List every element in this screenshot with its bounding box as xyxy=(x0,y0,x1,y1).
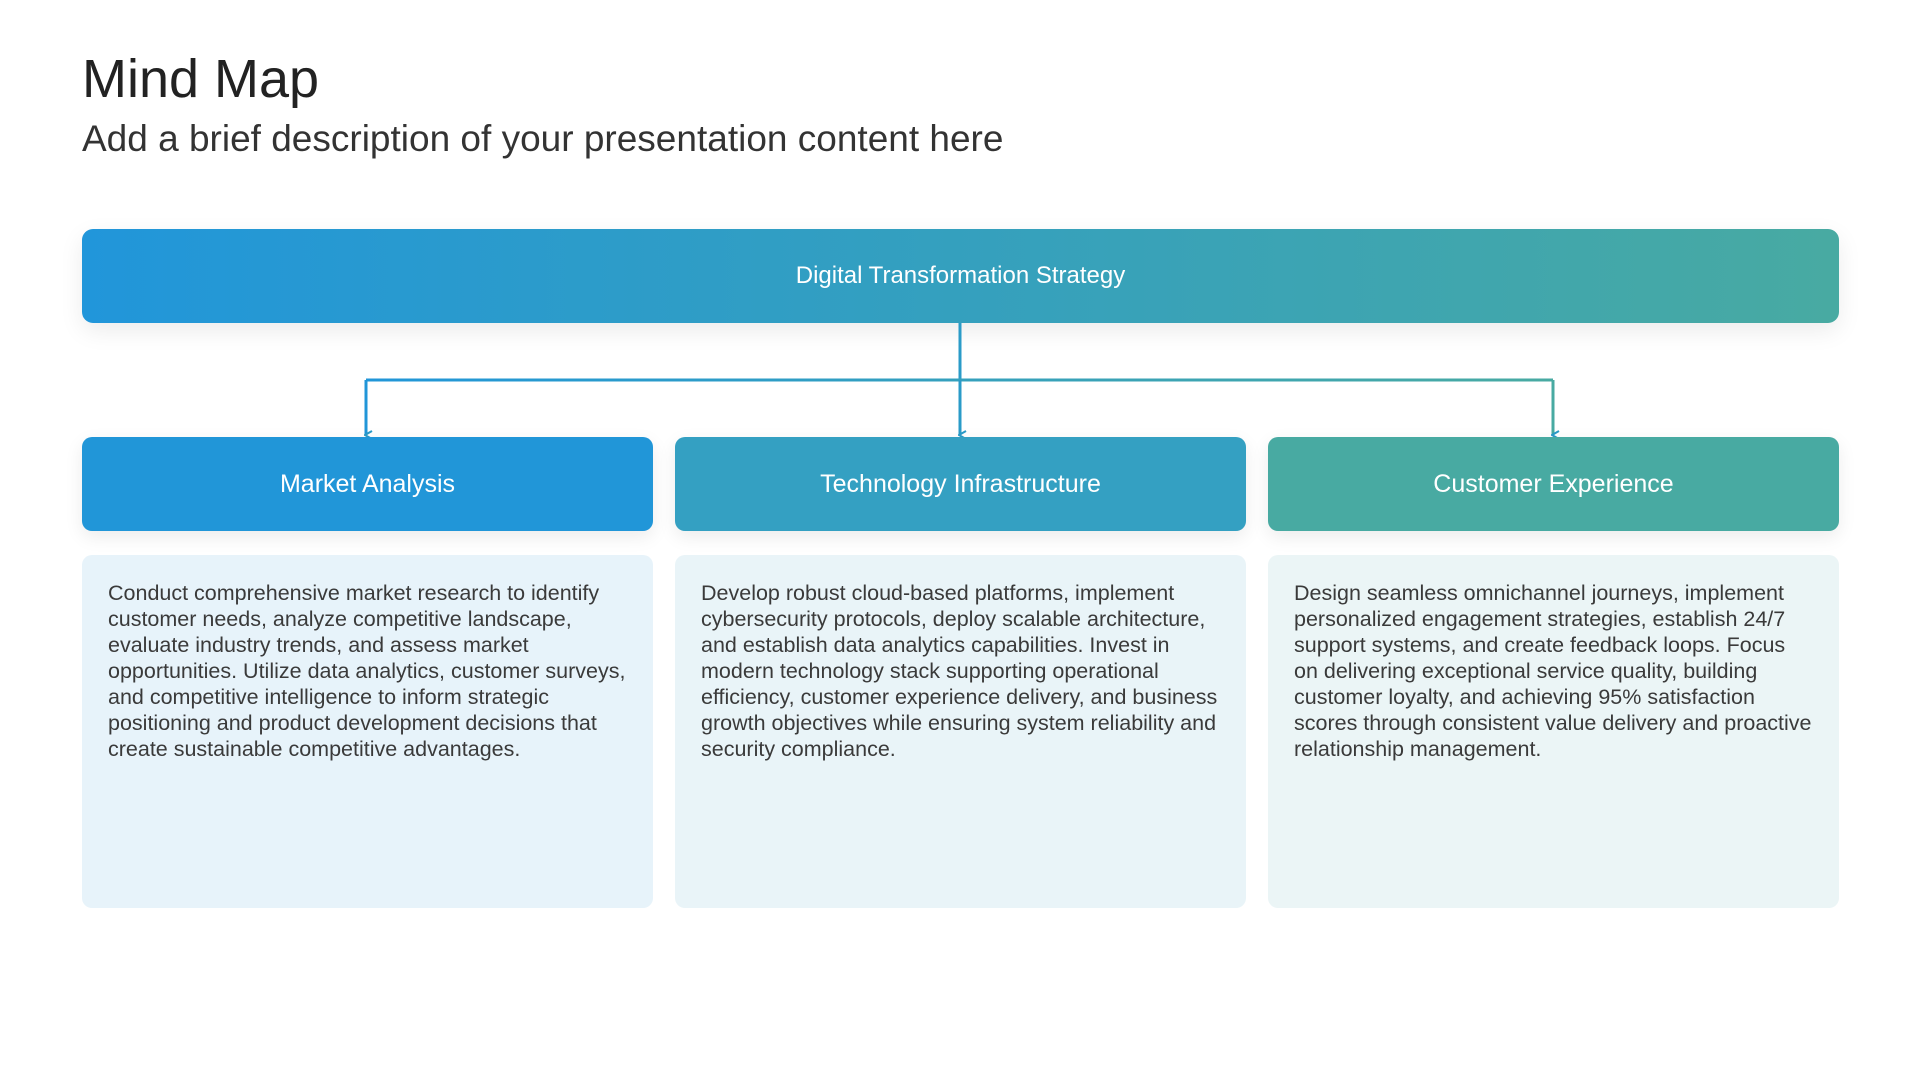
root-node-label: Digital Transformation Strategy xyxy=(795,262,1126,289)
branch-technology-infrastructure: Technology Infrastructure xyxy=(675,437,1246,531)
branch-label: Customer Experience xyxy=(1433,469,1674,498)
description-customer-experience: Design seamless omnichannel journeys, im… xyxy=(1268,555,1839,908)
description-technology-infrastructure: Develop robust cloud-based platforms, im… xyxy=(675,555,1246,908)
branch-label: Technology Infrastructure xyxy=(820,469,1101,498)
root-node: Digital Transformation Strategy xyxy=(82,229,1839,323)
branch-customer-experience: Customer Experience xyxy=(1268,437,1839,531)
description-market-analysis: Conduct comprehensive market research to… xyxy=(82,555,653,908)
branch-label: Market Analysis xyxy=(279,469,456,498)
branch-market-analysis: Market Analysis xyxy=(82,437,653,531)
page-title: Mind Map xyxy=(82,49,320,109)
page-subtitle: Add a brief description of your presenta… xyxy=(82,118,1004,159)
